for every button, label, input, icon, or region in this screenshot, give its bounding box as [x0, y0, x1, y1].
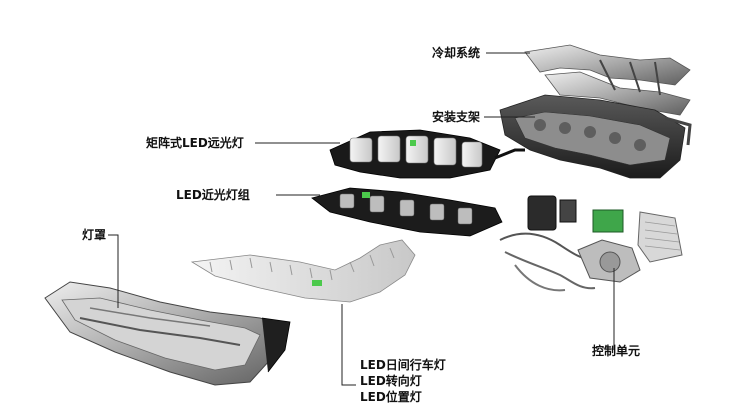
cooling-system-part [524, 44, 691, 116]
leader-lens [108, 234, 119, 308]
headlight-lens-part [44, 281, 291, 386]
control-unit-part [499, 195, 683, 292]
leader-lighting [341, 304, 356, 386]
label-drl: LED日间行车灯 [360, 358, 446, 372]
label-turn-signal: LED转向灯 [360, 374, 422, 388]
label-lighting-group: LED日间行车灯 LED转向灯 LED位置灯 [360, 357, 446, 405]
drl-light-guide-part [190, 239, 416, 303]
label-lens: 灯罩 [82, 228, 107, 242]
label-position-light: LED位置灯 [360, 390, 422, 404]
label-control-unit: 控制单元 [592, 344, 641, 358]
leader-lines [108, 52, 615, 386]
label-mounting-bracket: 安装支架 [432, 110, 481, 124]
label-matrix-high-beam: 矩阵式LED远光灯 [146, 136, 244, 150]
mounting-bracket-part [499, 94, 692, 179]
label-cooling-system: 冷却系统 [432, 46, 481, 60]
led-low-beam-part [311, 187, 503, 237]
label-low-beam: LED近光灯组 [176, 188, 250, 202]
matrix-led-high-beam-part [329, 129, 525, 179]
